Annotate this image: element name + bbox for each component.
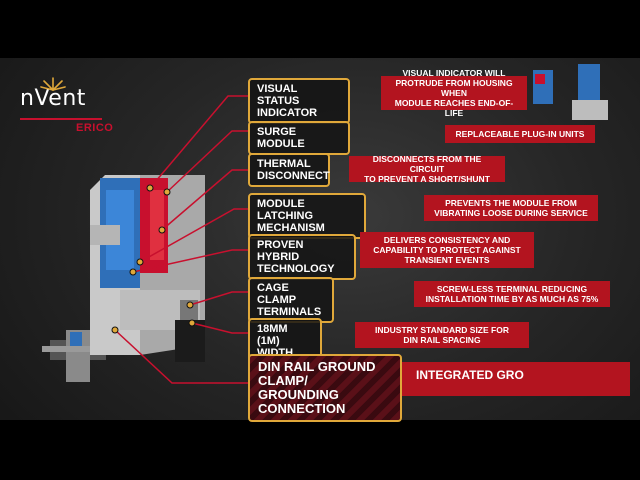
desc-line: PREVENTS THE MODULE FROM [445,198,577,208]
label-line: 18MM (1M) [257,323,288,347]
label-visual-status-indicator: VISUAL STATUS INDICATOR [248,78,350,124]
desc-cage-clamp: SCREW-LESS TERMINAL REDUCING INSTALLATIO… [414,281,610,307]
label-line: MECHANISM [257,222,325,234]
brand-rule [20,118,102,120]
plug-in-units-thumbnail [533,64,608,120]
label-line: THERMAL [257,158,311,170]
desc-line: PROTRUDE FROM HOUSING WHEN [395,78,513,98]
letterbox-bottom [0,420,640,480]
desc-line: DELIVERS CONSISTENCY AND [383,235,511,245]
letterbox-top [0,0,640,58]
label-line: SURGE MODULE [257,126,305,150]
desc-line: MODULE REACHES END-OF-LIFE [394,98,514,118]
desc-line: CAPABILITY TO PROTECT AGAINST [373,245,521,255]
label-proven-hybrid: PROVEN HYBRID TECHNOLOGY [248,234,356,280]
desc-visual-indicator: VISUAL INDICATOR WILL PROTRUDE FROM HOUS… [381,68,527,118]
desc-hybrid: DELIVERS CONSISTENCY AND CAPABILITY TO P… [360,232,534,268]
brand-logo: nVent ERICO [20,77,113,134]
desc-thermal: DISCONNECTS FROM THE CIRCUIT TO PREVENT … [349,154,505,184]
label-line: CAGE CLAMP [257,282,297,306]
desc-replaceable: REPLACEABLE PLUG-IN UNITS [445,125,595,143]
integrated-ground-banner: INTEGRATED GRO [402,362,630,396]
desc-line: REPLACEABLE PLUG-IN UNITS [455,129,585,139]
desc-line: INSTALLATION TIME BY AS MUCH AS 75% [425,294,599,304]
label-surge-module: SURGE MODULE [248,121,350,155]
label-cage-clamp: CAGE CLAMP TERMINALS [248,277,334,323]
desc-line: TRANSIENT EVENTS [404,255,490,265]
desc-line: VISUAL INDICATOR WILL [402,68,506,78]
desc-line: DIN RAIL SPACING [403,335,481,345]
label-line: PROVEN HYBRID [257,239,304,263]
label-line: VISUAL STATUS [257,83,300,107]
label-thermal-disconnect: THERMAL DISCONNECT [248,153,330,187]
label-line: DIN RAIL GROUND [258,359,376,374]
label-line: MODULE LATCHING [257,198,314,222]
desc-line: TO PREVENT A SHORT/SHUNT [364,174,490,184]
desc-line: INDUSTRY STANDARD SIZE FOR [375,325,509,335]
brand-sub: ERICO [76,122,114,134]
label-din-rail-ground: DIN RAIL GROUND CLAMP/ GROUNDING CONNECT… [248,354,402,422]
label-module-latching: MODULE LATCHING MECHANISM [248,193,366,239]
desc-line: DISCONNECTS FROM THE CIRCUIT [372,154,482,174]
desc-width: INDUSTRY STANDARD SIZE FOR DIN RAIL SPAC… [355,322,529,348]
label-line: CLAMP/ GROUNDING [258,373,339,402]
label-line: CONNECTION [258,401,346,416]
desc-line: SCREW-LESS TERMINAL REDUCING [436,284,588,294]
desc-latching: PREVENTS THE MODULE FROM VIBRATING LOOSE… [424,195,598,221]
logo-burst-icon [40,77,66,91]
label-line: TERMINALS [257,306,322,318]
desc-line: VIBRATING LOOSE DURING SERVICE [434,208,588,218]
label-line: DISCONNECT [257,170,330,182]
label-line: INDICATOR [257,107,318,119]
label-line: TECHNOLOGY [257,263,335,275]
